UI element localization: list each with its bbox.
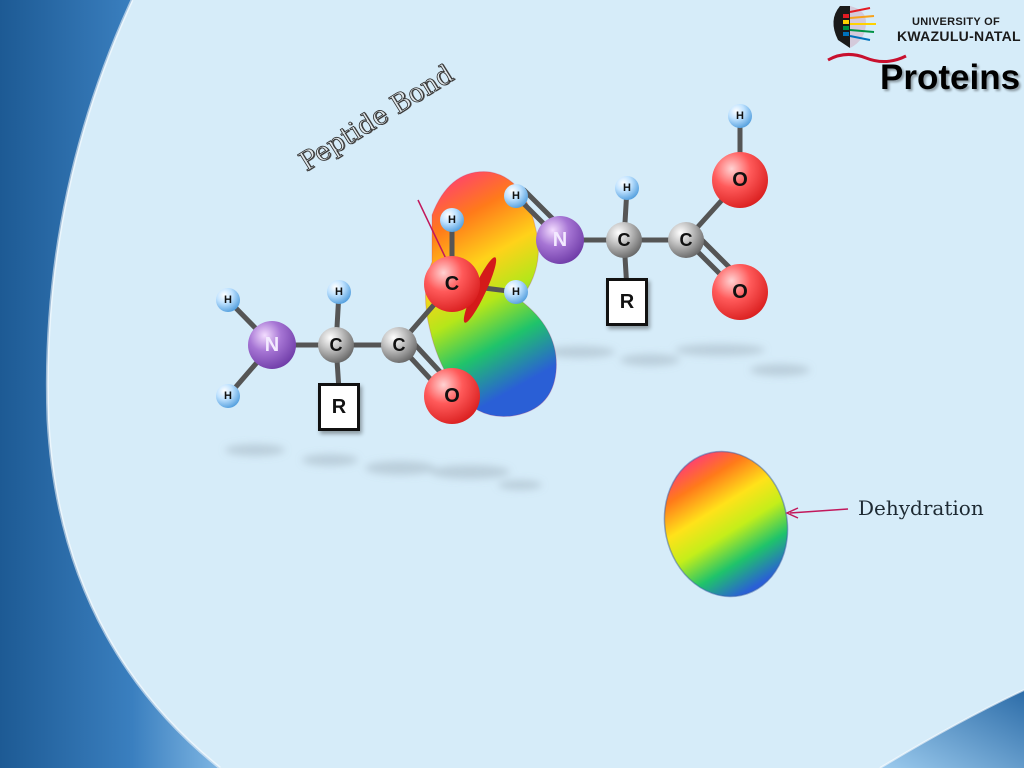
oxygen-atom: O (424, 368, 480, 424)
water-blob (424, 171, 557, 417)
nitrogen-atom: N (536, 216, 584, 264)
university-logo-icon (827, 6, 907, 63)
dehydration-label: Dehydration (858, 496, 984, 520)
hydrogen-atom: H (440, 208, 464, 232)
oxygen-atom: C (424, 256, 480, 312)
university-name-line1: UNIVERSITY OF (912, 16, 1001, 28)
dehydration-arrow (789, 508, 849, 514)
hydrogen-atom: H (728, 104, 752, 128)
r-group-box: R (606, 278, 648, 326)
r-group-box: R (318, 383, 360, 431)
oxygen-atom: O (712, 264, 768, 320)
carbon-atom: C (668, 222, 704, 258)
molecule-shadow (225, 344, 810, 490)
carbon-atom: C (381, 327, 417, 363)
hydrogen-atom: H (504, 184, 528, 208)
hydrogen-atom: H (615, 176, 639, 200)
slide-title: Proteins (880, 58, 1021, 97)
dehydration-droplet (663, 450, 789, 598)
hydrogen-atom: H (327, 280, 351, 304)
hydrogen-atom: H (216, 288, 240, 312)
oxygen-atom: O (712, 152, 768, 208)
hydrogen-atom: H (504, 280, 528, 304)
peptide-bond-marker (463, 257, 497, 323)
nitrogen-atom: N (248, 321, 296, 369)
hydrogen-atom: H (216, 384, 240, 408)
university-name-line2: KWAZULU-NATAL (897, 28, 1021, 44)
carbon-atom: C (318, 327, 354, 363)
carbon-atom: C (606, 222, 642, 258)
